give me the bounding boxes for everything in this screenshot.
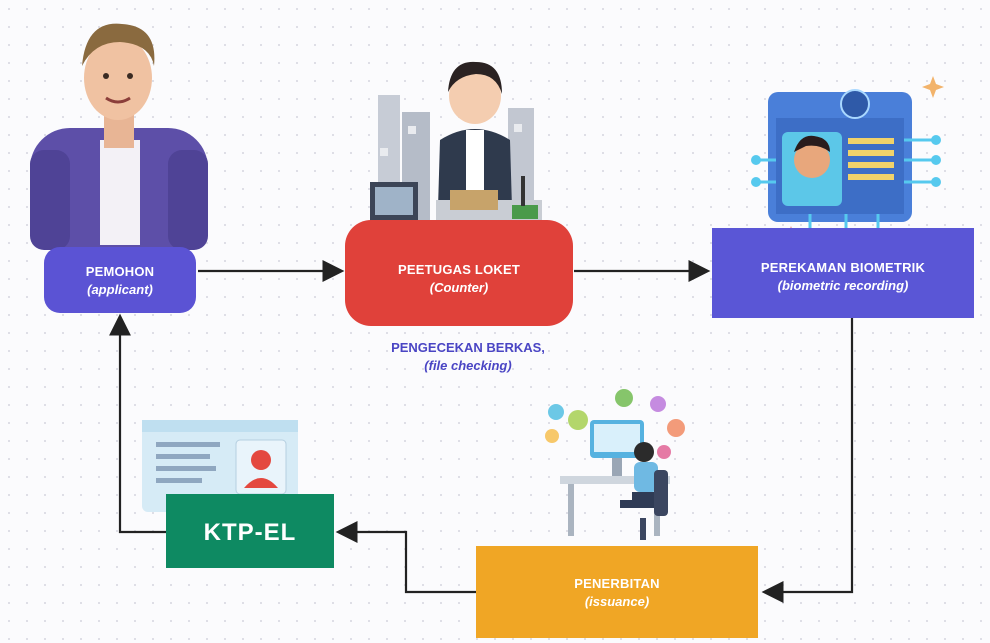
ktp-el-node: KTP-EL — [166, 494, 334, 568]
file-checking-caption: PENGECEKAN BERKAS, (file checking) — [352, 340, 584, 373]
file-checking-title: PENGECEKAN BERKAS, — [391, 340, 545, 355]
arrow-penerbitan-to-ktp — [335, 521, 476, 594]
id-card-illustration — [142, 420, 298, 512]
counter-officer-illustration — [370, 61, 542, 235]
issuance-subtitle: (issuance) — [584, 593, 650, 609]
applicant-node: PEMOHON (applicant) — [44, 247, 196, 313]
counter-title: PEETUGAS LOKET — [398, 261, 520, 277]
biometric-title: PEREKAMAN BIOMETRIK — [760, 259, 926, 275]
file-checking-subtitle: (file checking) — [424, 358, 512, 373]
face-recognition-screen-illustration — [751, 76, 944, 251]
ktp-el-title: KTP-EL — [203, 519, 297, 546]
counter-node: PEETUGAS LOKET (Counter) — [345, 220, 573, 326]
issuance-title: PENERBITAN — [574, 575, 660, 591]
computer-workstation-illustration — [545, 389, 685, 540]
applicant-title: PEMOHON — [85, 263, 155, 279]
arrow-biometrik-to-penerbitan — [761, 318, 854, 603]
counter-subtitle: (Counter) — [429, 279, 489, 295]
applicant-illustration — [30, 23, 208, 253]
arrow-ktp-to-pemohon — [109, 313, 166, 534]
biometric-node: PEREKAMAN BIOMETRIK (biometric recording… — [712, 228, 974, 318]
applicant-subtitle: (applicant) — [87, 281, 153, 297]
biometric-subtitle: (biometric recording) — [777, 277, 909, 293]
issuance-node: PENERBITAN (issuance) — [476, 546, 758, 638]
